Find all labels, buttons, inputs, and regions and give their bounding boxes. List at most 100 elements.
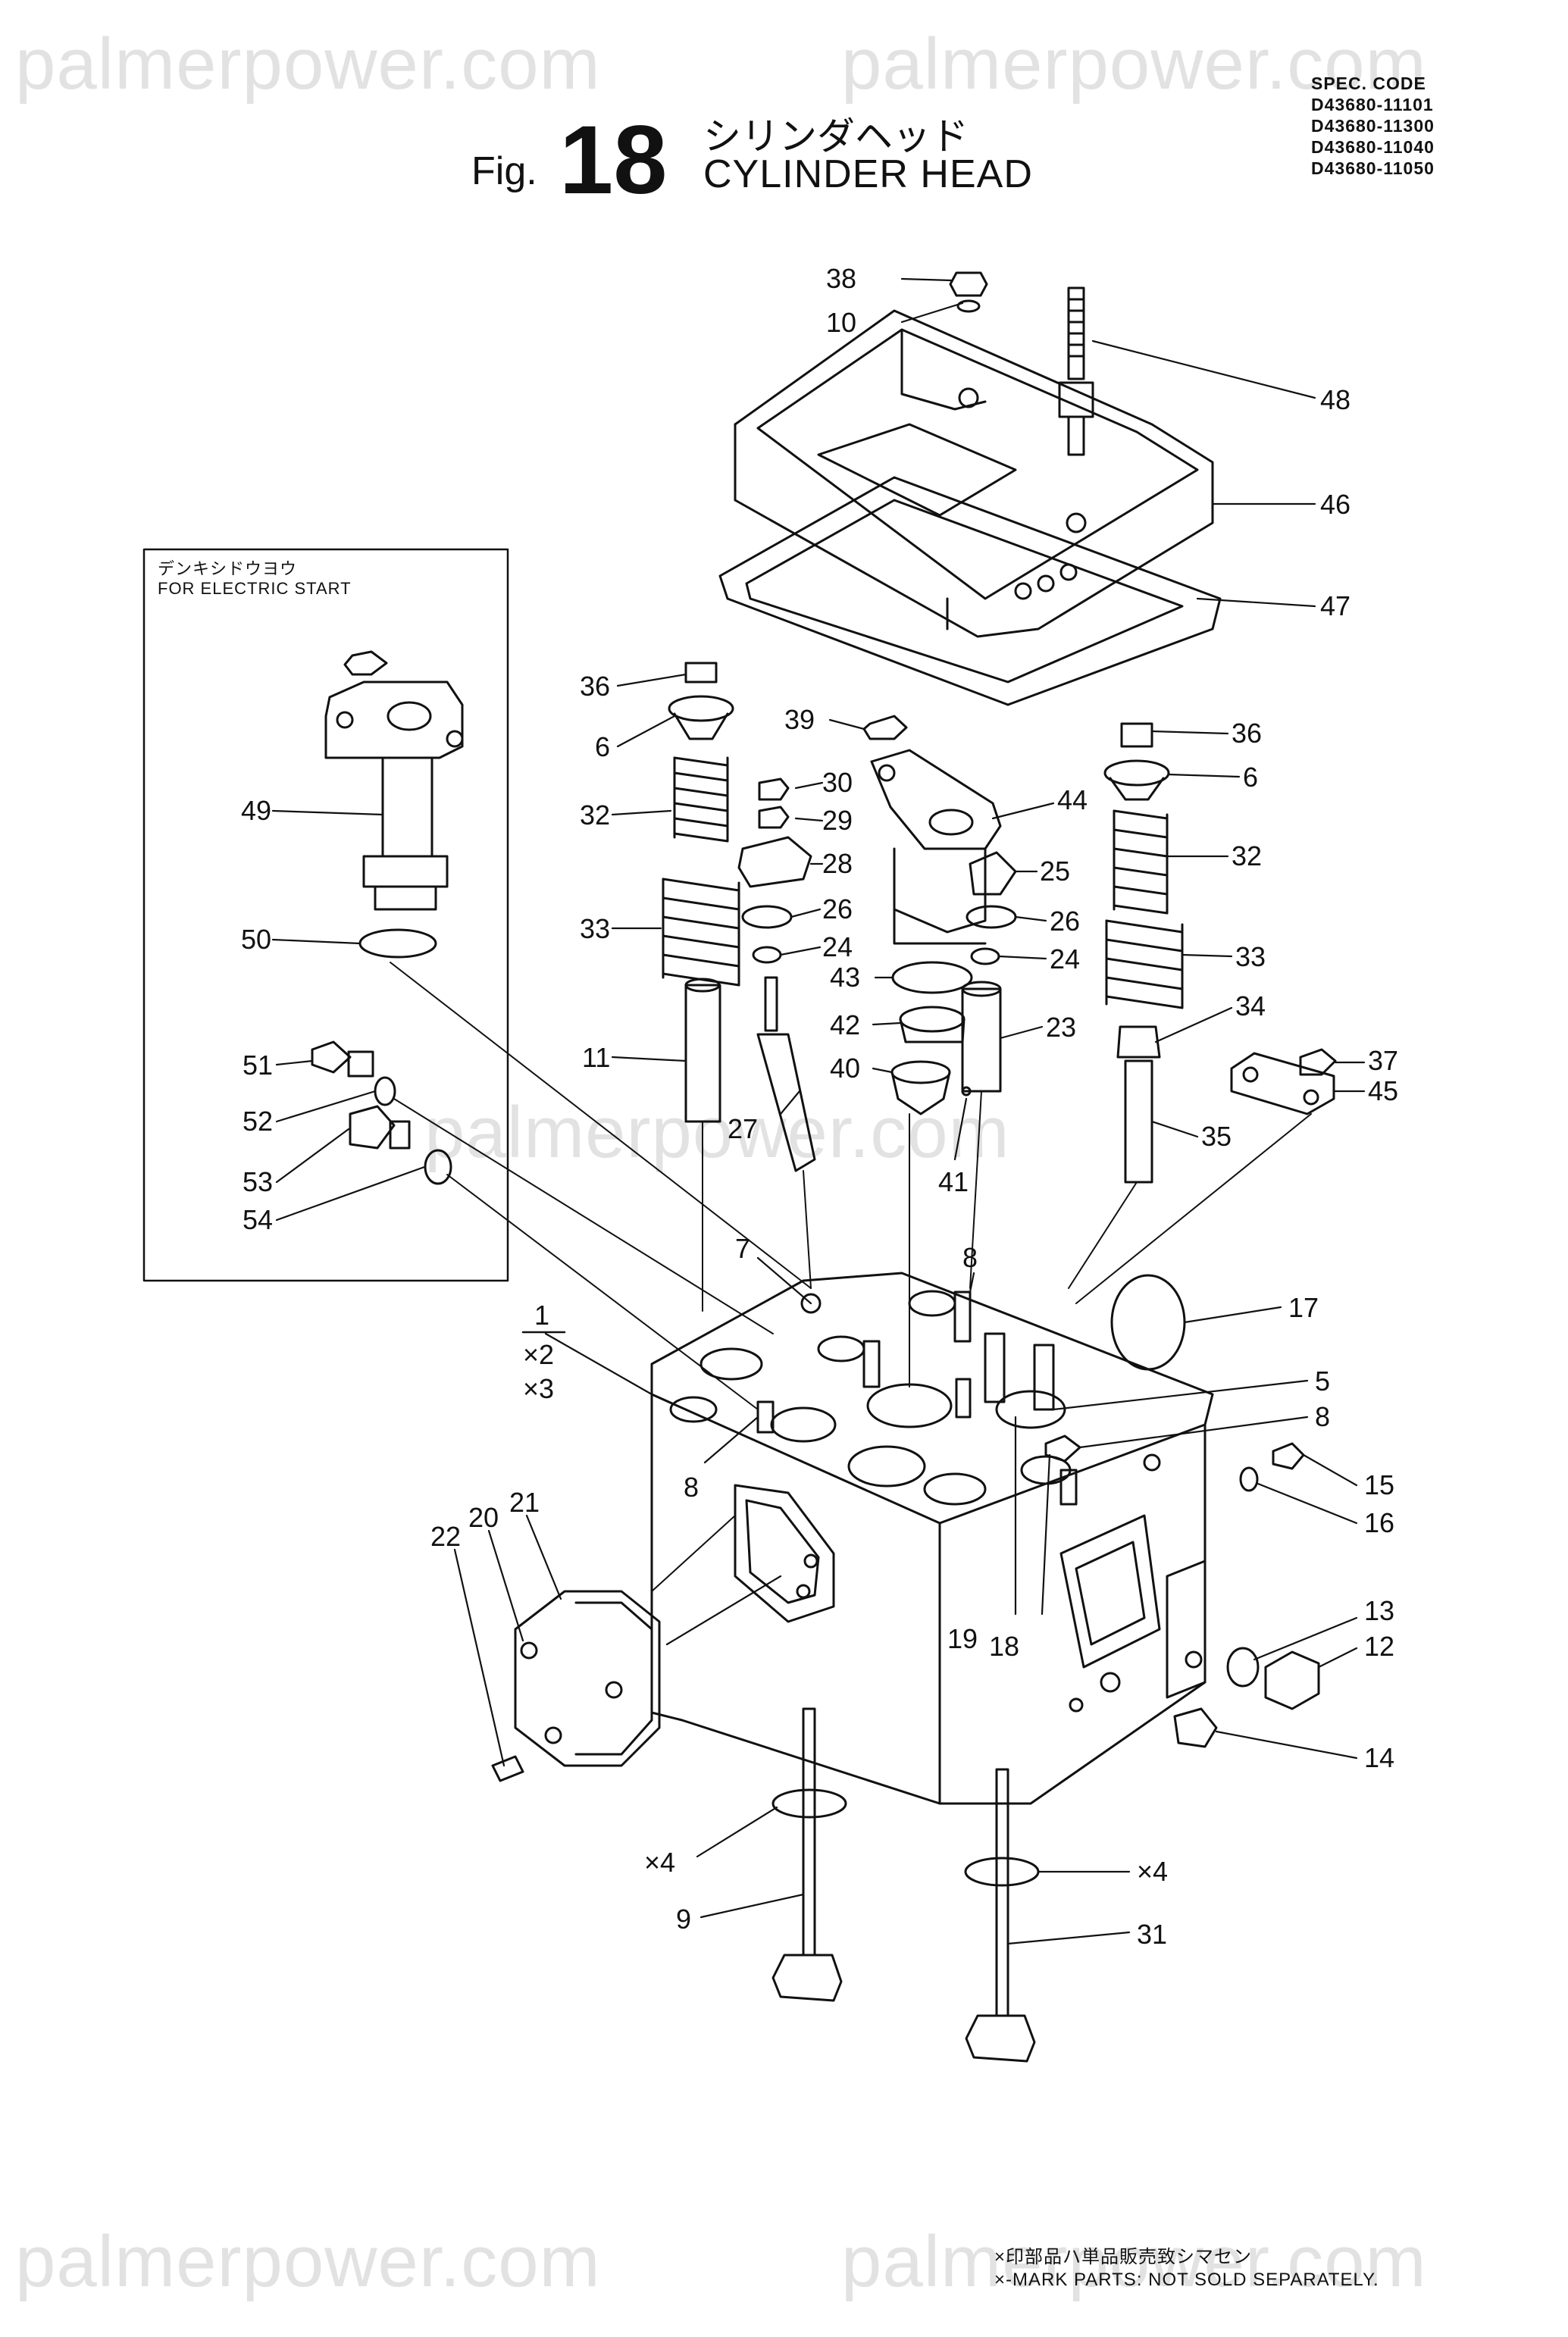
callout-10: 10	[826, 307, 856, 338]
nozzle-seat-40	[890, 1060, 951, 1115]
rocker-cover-gasket	[718, 476, 1222, 706]
callout-14: 14	[1364, 1742, 1394, 1773]
callout-8-top: 8	[962, 1242, 978, 1273]
bushing-23	[961, 981, 1002, 1093]
cover-plate-17	[1110, 1274, 1186, 1371]
callout-34: 34	[1235, 990, 1266, 1021]
callout-22: 22	[430, 1521, 461, 1552]
spec-code-block: SPEC. CODE D43680-11101 D43680-11300 D43…	[1311, 73, 1435, 179]
callout-42: 42	[830, 1009, 860, 1040]
washer-54	[424, 1149, 452, 1185]
callout-labels: 38 10 48 46 47 36 6 32 33 11 27 39 30 29…	[241, 263, 1398, 1950]
callout-5: 5	[1315, 1366, 1330, 1397]
valve-9	[771, 1707, 847, 2002]
side-cover-21	[514, 1590, 661, 1767]
head-studs	[756, 1291, 1078, 1506]
gasket-26-left	[741, 905, 793, 929]
gasket-26-right	[966, 905, 1017, 929]
callout-8-right: 8	[1315, 1401, 1330, 1432]
spring-retainer-6-right	[1103, 759, 1170, 801]
callout-26-right: 26	[1050, 906, 1080, 937]
callout-36-right: 36	[1232, 718, 1262, 749]
inset-label-jp: デンキシドウヨウ	[158, 559, 298, 578]
callout-6-left: 6	[595, 731, 610, 762]
callout-7: 7	[735, 1233, 750, 1264]
callout-32-left: 32	[580, 799, 610, 831]
callout-54: 54	[243, 1204, 273, 1235]
valve-cotter-36-right	[1120, 722, 1153, 748]
callout-31: 31	[1137, 1919, 1167, 1950]
rocker-cover	[734, 309, 1214, 638]
callout-23: 23	[1046, 1012, 1076, 1043]
callout-36-left: 36	[580, 671, 610, 702]
leader-lines	[271, 277, 1366, 1945]
callout-26-left: 26	[822, 893, 853, 924]
pushrod-guide-27	[756, 976, 816, 1172]
bolt-19	[1044, 1434, 1081, 1463]
inset-frame	[142, 548, 509, 1282]
spring-retainer-6-left	[668, 695, 734, 740]
callout-19: 19	[947, 1623, 978, 1654]
watermark-middle: palmerpower.com	[424, 1092, 1010, 1173]
callout-x4-left: ×4	[644, 1847, 675, 1878]
cylinder-head	[650, 1272, 1214, 1805]
electric-start-bracket-49	[324, 650, 464, 911]
callout-20: 20	[468, 1502, 499, 1533]
washer-13	[1226, 1647, 1260, 1688]
callout-x3: ×3	[523, 1373, 554, 1404]
cover-bolt-hole-20	[520, 1641, 538, 1660]
nut-37	[1299, 1048, 1337, 1076]
inset-label: デンキシドウヨウ FOR ELECTRIC START	[158, 559, 352, 599]
callout-30: 30	[822, 767, 853, 798]
callout-47: 47	[1320, 590, 1350, 621]
callout-50: 50	[241, 924, 271, 955]
nut-30	[758, 777, 790, 801]
fig-prefix: Fig.	[471, 149, 537, 193]
callout-35: 35	[1201, 1121, 1232, 1152]
valve-cotter-36-left	[684, 662, 718, 684]
callout-27: 27	[728, 1113, 758, 1144]
oring-50	[358, 928, 437, 959]
washer-52	[374, 1076, 396, 1106]
inner-spring-32-right	[1113, 809, 1169, 915]
callout-40: 40	[830, 1053, 860, 1084]
decompression-stud-48	[1058, 286, 1094, 456]
callout-25: 25	[1040, 856, 1070, 887]
plug-14	[1173, 1707, 1218, 1748]
watermark-bottom-left: palmerpower.com	[15, 2221, 601, 2302]
nut-39	[862, 715, 908, 740]
washer-24-left	[752, 946, 782, 964]
washer-29	[758, 806, 790, 829]
callout-16: 16	[1364, 1507, 1394, 1538]
alignment-lines	[390, 962, 1312, 1592]
callout-24-right: 24	[1050, 943, 1080, 975]
callout-21: 21	[509, 1487, 540, 1518]
callout-37: 37	[1368, 1045, 1398, 1076]
watermark-bottom-right: palmerpower.com	[841, 2221, 1427, 2302]
plug-15	[1272, 1442, 1305, 1470]
callout-44: 44	[1057, 784, 1088, 815]
footer-note-en: ×-MARK PARTS: NOT SOLD SEPARATELY.	[994, 2270, 1379, 2290]
callout-53: 53	[243, 1166, 273, 1197]
spec-code-label: SPEC. CODE	[1311, 74, 1426, 93]
callout-11: 11	[582, 1042, 610, 1073]
plug-12	[1264, 1650, 1320, 1710]
valve-guide-35	[1124, 1059, 1153, 1184]
inset-label-en: FOR ELECTRIC START	[158, 579, 352, 598]
watermark-top-right: palmerpower.com	[841, 23, 1427, 105]
footer-note: ×印部品ハ単品販売致シマセン ×-MARK PARTS: NOT SOLD SE…	[994, 2246, 1379, 2292]
washer-16	[1239, 1466, 1259, 1492]
title-japanese: シリンダヘッド	[703, 114, 969, 158]
callout-52: 52	[243, 1106, 273, 1137]
callout-x2: ×2	[523, 1339, 554, 1370]
spec-code-1: D43680-11101	[1311, 95, 1434, 114]
spec-code-2: D43680-11300	[1311, 116, 1435, 136]
callout-15: 15	[1364, 1469, 1394, 1500]
callout-38: 38	[826, 263, 856, 294]
callout-1: 1	[534, 1300, 549, 1331]
sleeve-42	[899, 1006, 966, 1043]
callout-43: 43	[830, 962, 860, 993]
callout-33-left: 33	[580, 913, 610, 944]
callout-9: 9	[676, 1904, 691, 1935]
